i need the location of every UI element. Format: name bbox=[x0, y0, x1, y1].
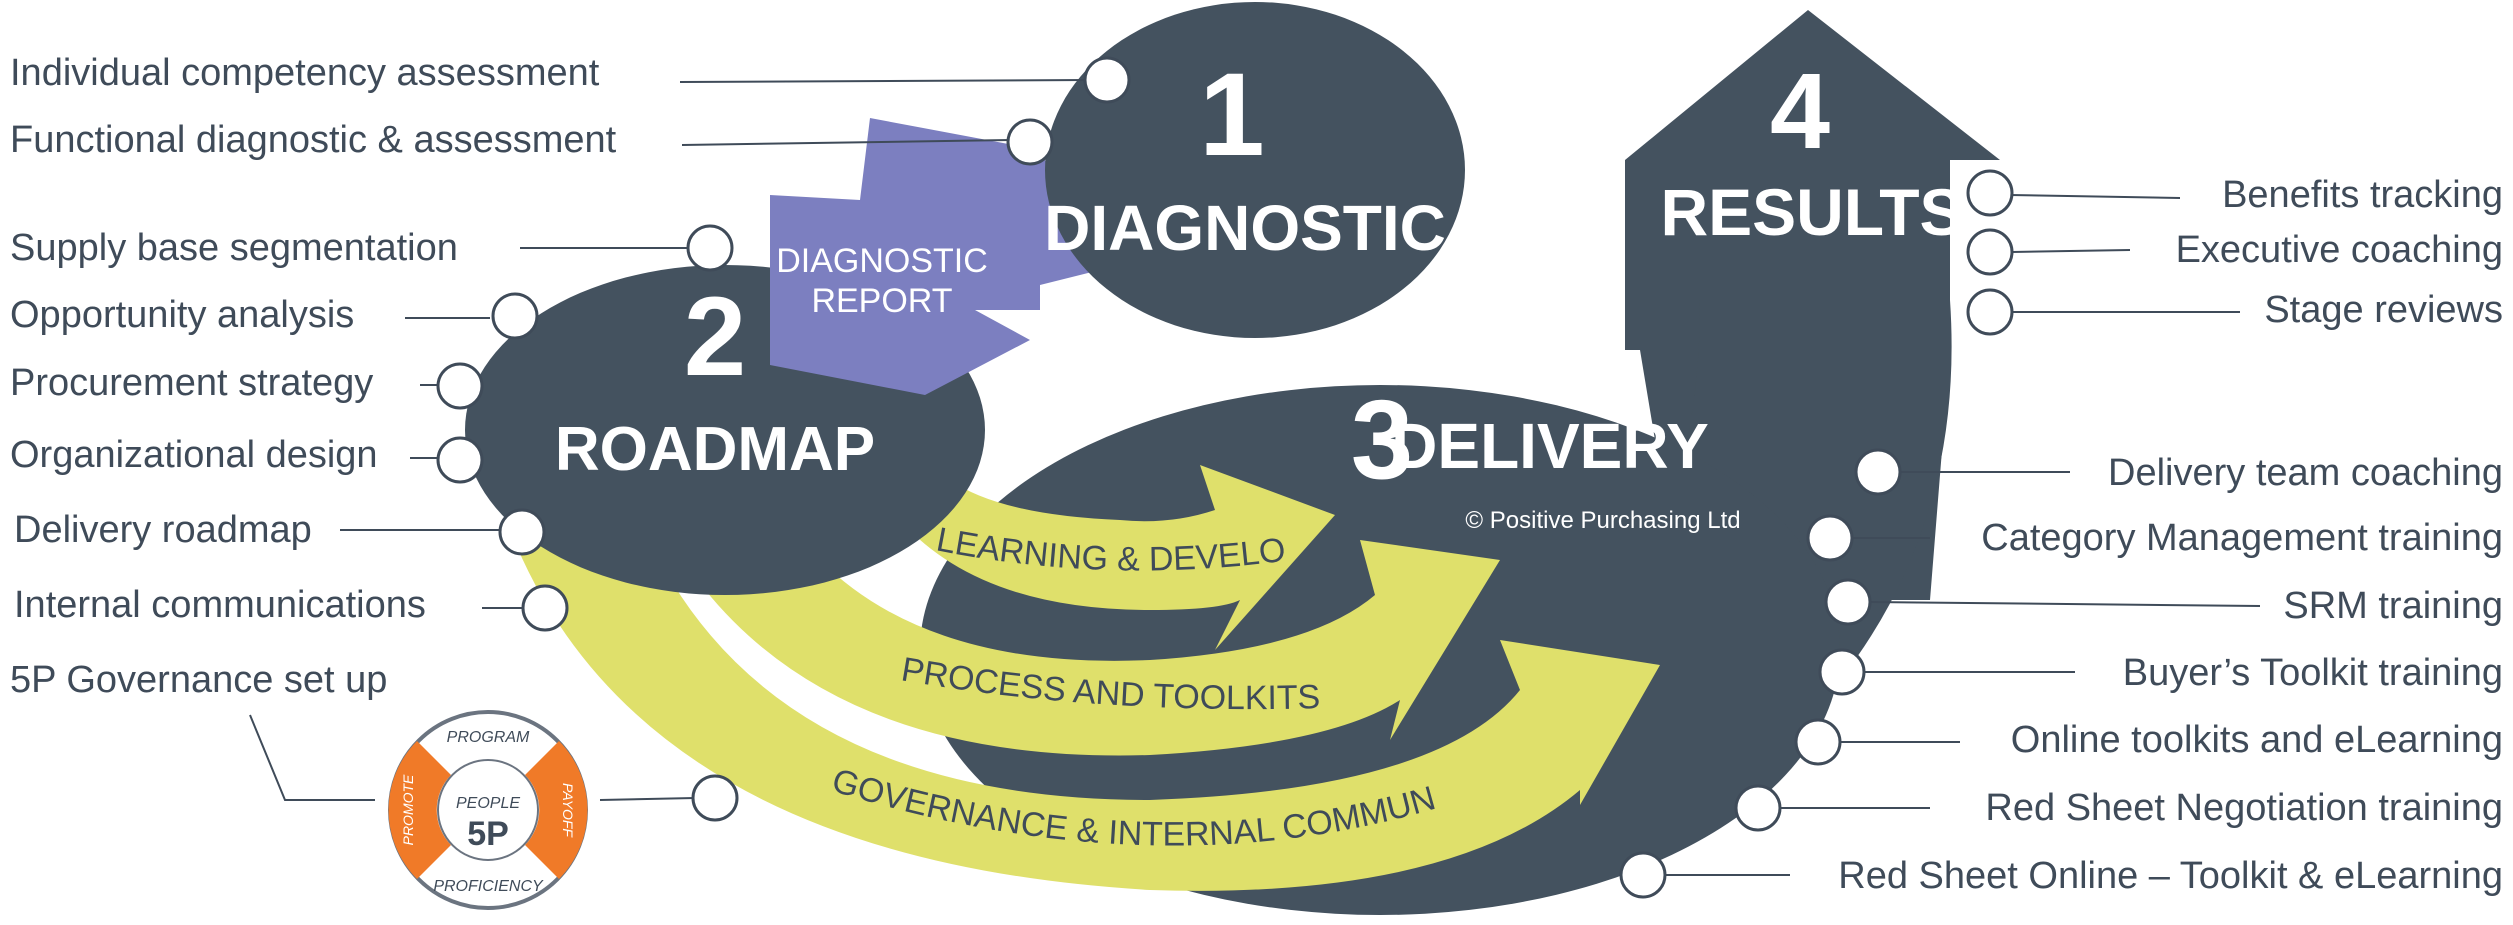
connector-dot-icon bbox=[491, 292, 539, 340]
connector-dot-icon bbox=[436, 362, 484, 410]
report-line1: DIAGNOSTIC bbox=[776, 242, 988, 280]
leader-line bbox=[599, 797, 696, 801]
roadmap-title: ROADMAP bbox=[555, 415, 875, 484]
leader-line bbox=[2009, 194, 2181, 199]
label-organizational-design: Organizational design bbox=[10, 434, 378, 476]
lifebuoy-right-segment bbox=[525, 741, 588, 879]
logo-top-text: PROGRAM bbox=[447, 729, 530, 746]
label-individual-competency: Individual competency assessment bbox=[10, 52, 600, 94]
lifebuoy-5p-icon: PROGRAM PROFICIENCY PROMOTE PAYOFF PEOPL… bbox=[388, 710, 588, 910]
connector-dot-icon bbox=[436, 436, 484, 484]
connector-dot-icon bbox=[1854, 448, 1902, 496]
label-delivery-roadmap: Delivery roadmap bbox=[14, 509, 312, 551]
connector-dot-icon bbox=[1794, 718, 1842, 766]
logo-left-text: PROMOTE bbox=[400, 774, 416, 845]
results-number: 4 bbox=[1770, 50, 1830, 171]
leader-line bbox=[679, 79, 1091, 83]
process-arrow-shape bbox=[690, 540, 1500, 756]
label-procurement-strategy: Procurement strategy bbox=[10, 362, 373, 404]
leader-line bbox=[249, 714, 375, 801]
delivery-title: DELIVERY bbox=[1391, 410, 1709, 482]
diagnostic-report-arrow bbox=[770, 118, 1100, 395]
label-stage-reviews: Stage reviews bbox=[2264, 289, 2503, 331]
leader-line bbox=[1869, 601, 2261, 607]
label-functional-diagnostic: Functional diagnostic & assessment bbox=[10, 119, 617, 161]
report-line2: REPORT bbox=[811, 282, 952, 320]
connector-dot-icon bbox=[1619, 851, 1667, 899]
label-category-management: Category Management training bbox=[1981, 517, 2503, 559]
connector-dot-icon bbox=[686, 224, 734, 272]
label-executive-coaching: Executive coaching bbox=[2176, 229, 2503, 271]
logo-right-text: PAYOFF bbox=[560, 783, 576, 838]
governance-arrow-shape bbox=[510, 520, 1660, 891]
right-labels: Benefits tracking Executive coaching Sta… bbox=[1838, 174, 2503, 897]
connector-dot-icon bbox=[1734, 784, 1782, 832]
leader-line bbox=[681, 139, 1011, 146]
results-title: RESULTS bbox=[1660, 175, 1963, 249]
label-supply-base: Supply base segmentation bbox=[10, 227, 458, 269]
label-online-toolkits: Online toolkits and eLearning bbox=[2011, 719, 2503, 761]
left-dots bbox=[436, 56, 1131, 822]
connector-dot-icon bbox=[1966, 169, 2014, 217]
label-delivery-team-coaching: Delivery team coaching bbox=[2108, 452, 2503, 494]
diagnostic-title: DIAGNOSTIC bbox=[1044, 192, 1446, 264]
roadmap-number: 2 bbox=[684, 274, 746, 399]
connector-dot-icon bbox=[1824, 578, 1872, 626]
label-5p-governance: 5P Governance set up bbox=[10, 659, 387, 701]
label-red-sheet-online: Red Sheet Online – Toolkit & eLearning bbox=[1838, 855, 2503, 897]
diagnostic-number: 1 bbox=[1199, 49, 1265, 181]
connector-dot-icon bbox=[521, 584, 569, 632]
label-internal-communications: Internal communications bbox=[14, 584, 426, 626]
label-buyers-toolkit: Buyer’s Toolkit training bbox=[2123, 652, 2503, 694]
connector-dot-icon bbox=[498, 508, 546, 556]
right-leaders bbox=[1665, 194, 2261, 876]
connector-dot-icon bbox=[1966, 288, 2014, 336]
connector-dot-icon bbox=[1966, 228, 2014, 276]
label-red-sheet-negotiation: Red Sheet Negotiation training bbox=[1985, 787, 2503, 829]
connector-dot-icon bbox=[1818, 648, 1866, 696]
logo-mark: 5P bbox=[467, 815, 509, 853]
learning-arrow-shape bbox=[900, 465, 1335, 650]
label-opportunity-analysis: Opportunity analysis bbox=[10, 294, 354, 336]
connector-dot-icon bbox=[691, 774, 739, 822]
delivery-number: 3 bbox=[1351, 377, 1413, 502]
lifebuoy-left-segment bbox=[388, 741, 451, 879]
connector-dot-icon bbox=[1006, 118, 1054, 166]
leader-line bbox=[2011, 249, 2131, 253]
left-leaders bbox=[249, 79, 1091, 801]
diagnostic-ellipse bbox=[1045, 2, 1465, 338]
logo-bottom-text: PROFICIENCY bbox=[433, 878, 544, 895]
logo-center-text: PEOPLE bbox=[456, 795, 520, 812]
left-labels: Individual competency assessment Functio… bbox=[10, 52, 617, 701]
connector-dot-icon bbox=[1083, 56, 1131, 104]
label-srm-training: SRM training bbox=[2283, 585, 2503, 627]
lifebuoy-center bbox=[437, 759, 539, 861]
right-dots bbox=[1619, 169, 2014, 899]
copyright-text: © Positive Purchasing Ltd bbox=[1465, 507, 1740, 534]
label-benefits-tracking: Benefits tracking bbox=[2222, 174, 2503, 216]
connector-dot-icon bbox=[1806, 514, 1854, 562]
